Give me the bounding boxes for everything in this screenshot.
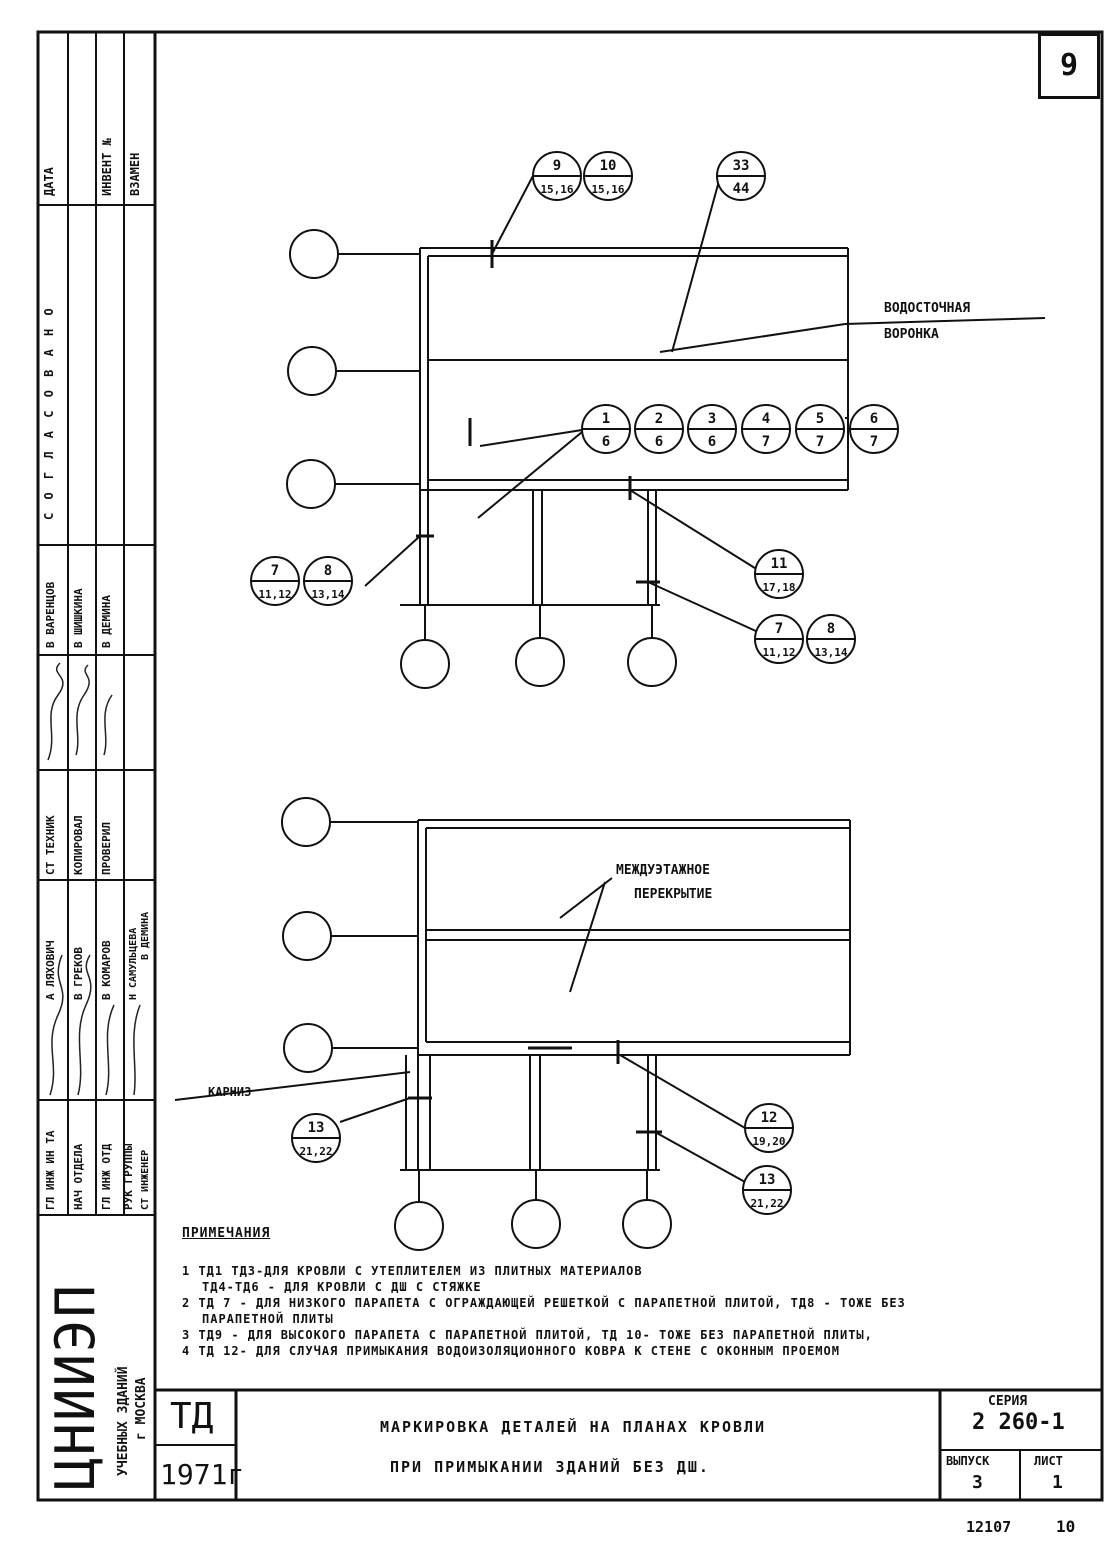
funnel-label-1: ВОДОСТОЧНАЯ [884,301,970,316]
detail-number: 8 [827,621,835,637]
notes-block: ПРИМЕЧАНИЯ 1 ТД1 ТДЗ-ДЛЯ КРОВЛИ С УТЕПЛИ… [182,1226,1062,1359]
note-line-3: 2 ТД 7 - ДЛЯ НИЗКОГО ПАРАПЕТА С ОГРАЖДАЮ… [182,1296,906,1310]
detail-marker-m8a: 813,14 [303,556,353,606]
series-label: СЕРИЯ [988,1394,1028,1409]
stamp-inventory: ИНВЕНТ № [100,138,114,196]
detail-number: 5 [816,411,824,427]
position-5: СТ ИНЖЕНЕР [140,1149,151,1210]
detail-marker-m7a: 711,12 [250,556,300,606]
detail-number: 10 [600,158,617,174]
detail-sheet: 6 [602,434,610,450]
detail-number: 11 [771,556,788,572]
detail-marker-m13b: 13 21,22 [742,1165,792,1215]
note-line-5: 3 ТД9 - ДЛЯ ВЫСОКОГО ПАРАПЕТА С ПАРАПЕТН… [182,1328,873,1342]
position-1: ГЛ ИНЖ ИН ТА [44,1130,57,1210]
detail-sheet: 6 [655,434,663,450]
detail-marker-m12: 12 19,20 [744,1103,794,1153]
detail-sheet: 17,18 [762,581,795,594]
detail-sheet: 7 [816,434,824,450]
detail-sheet: 15,16 [540,183,573,196]
detail-number: 2 [655,411,663,427]
funnel-label-2: ВОРОНКА [884,327,939,342]
note-line-2: ТД4-ТД6 - ДЛЯ КРОВЛИ С ДШ С СТЯЖКЕ [202,1280,482,1294]
detail-marker-m1: 16 [581,404,631,454]
detail-sheet: 44 [733,181,750,197]
sheet-label: ЛИСТ [1034,1454,1063,1468]
detail-marker-m8b: 813,14 [806,614,856,664]
detail-number: 13 [308,1120,325,1136]
detail-sheet: 21,22 [299,1145,332,1158]
signatures [47,662,141,1096]
detail-sheet: 15,16 [591,183,624,196]
detail-number: 3 [708,411,716,427]
detail-marker-m5: 57 [795,404,845,454]
doc-title-2: ПРИ ПРИМЫКАНИИ ЗДАНИЙ БЕЗ ДШ. [390,1458,710,1476]
doc-title-1: МАРКИРОВКА ДЕТАЛЕЙ НА ПЛАНАХ КРОВЛИ [380,1418,767,1436]
approval-title: С О Г Л А С О В А Н О [42,305,56,520]
detail-number: 4 [762,411,770,427]
detail-marker-m2: 26 [634,404,684,454]
stamp-replace: ВЗАМЕН [128,152,142,196]
detail-marker-m3: 36 [687,404,737,454]
detail-marker-m13a: 13 21,22 [291,1113,341,1163]
org-line-1: УЧЕБНЫХ ЗДАНИЙ [116,1366,131,1476]
approval-name-2: В ШИШКИНА [72,588,85,648]
detail-number: 9 [553,158,561,174]
detail-number: 8 [324,563,332,579]
series-value: 2 260-1 [972,1410,1065,1435]
detail-marker-m11: 11 17,18 [754,549,804,599]
detail-number: 7 [271,563,279,579]
position-3: ГЛ ИНЖ ОТД [100,1143,113,1210]
detail-number: 33 [733,158,750,174]
position-4: РУК ГРУППЫ [122,1143,135,1210]
issue-value: 3 [972,1472,983,1493]
note-line-4: ПАРАПЕТНОЙ ПЛИТЫ [202,1312,334,1326]
detail-sheet: 11,12 [762,646,795,659]
detail-sheet: 11,12 [258,588,291,601]
doc-code: ТД [170,1396,214,1437]
slab-label-1: МЕЖДУЭТАЖНОЕ [616,863,710,878]
notes-title: ПРИМЕЧАНИЯ [182,1226,271,1241]
detail-sheet: 19,20 [752,1135,785,1148]
sheet-value: 1 [1052,1472,1063,1493]
detail-sheet: 13,14 [311,588,344,601]
detail-number: 7 [775,621,783,637]
detail-sheet: 7 [762,434,770,450]
org-name: ЦНИИЭП [44,1282,107,1490]
footer-code: 12107 [966,1518,1011,1536]
slab-label-2: ПЕРЕКРЫТИЕ [634,887,712,902]
detail-marker-m9: 915,16 [532,151,582,201]
approval-name-1: В ВАРЕНЦОВ [44,581,57,648]
detail-sheet: 7 [870,434,878,450]
detail-number: 1 [602,411,610,427]
detail-number: 6 [870,411,878,427]
detail-number: 12 [761,1110,778,1126]
stamp-date: ДАТА [42,167,56,196]
note-line-1: 1 ТД1 ТДЗ-ДЛЯ КРОВЛИ С УТЕПЛИТЕЛЕМ ИЗ ПЛ… [182,1264,643,1278]
footer-page: 10 [1056,1517,1075,1536]
detail-marker-m7b: 711,12 [754,614,804,664]
detail-marker-m10: 10 15,16 [583,151,633,201]
detail-marker-m6: 67 [849,404,899,454]
doc-year: 1971г [160,1458,245,1491]
detail-sheet: 13,14 [814,646,847,659]
cornice-label: КАРНИЗ [208,1085,251,1099]
issue-label: ВЫПУСК [946,1454,990,1468]
sheet-number: 9 [1038,33,1100,99]
detail-marker-m4: 47 [741,404,791,454]
detail-sheet: 6 [708,434,716,450]
detail-sheet: 21,22 [750,1197,783,1210]
detail-number: 13 [759,1172,776,1188]
approval-name-3: В ДЕМИНА [100,595,113,648]
position-2: НАЧ ОТДЕЛА [72,1143,85,1210]
note-line-6: 4 ТД 12- ДЛЯ СЛУЧАЯ ПРИМЫКАНИЯ ВОДОИЗОЛЯ… [182,1344,840,1358]
org-line-2: г МОСКВА [134,1377,149,1440]
